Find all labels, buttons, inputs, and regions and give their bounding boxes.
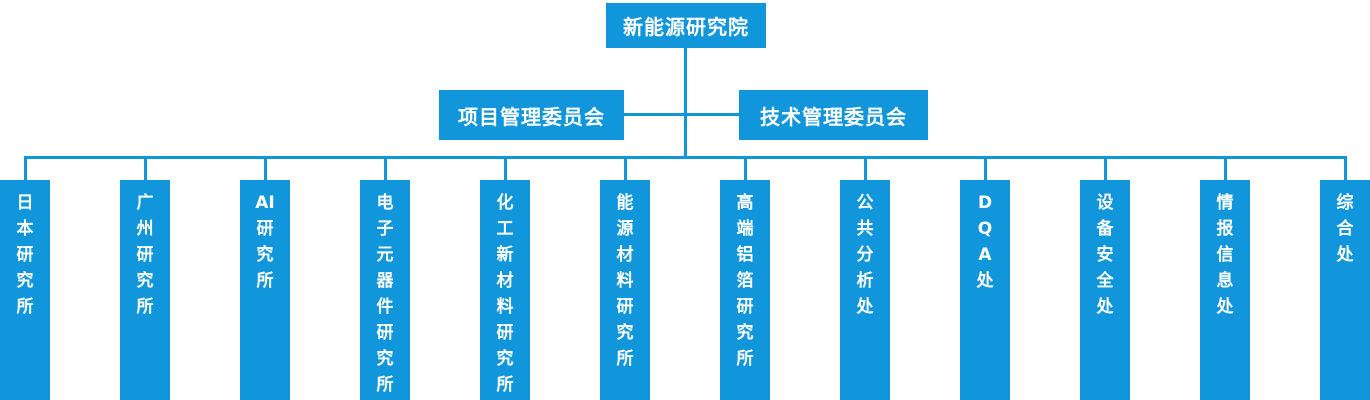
- dept-label-char: 备: [1096, 219, 1114, 239]
- dept-label-char: 端: [736, 219, 754, 239]
- org-node-dept-4[interactable]: 电子元器件研究所: [360, 180, 410, 400]
- org-node-dept-3[interactable]: AI 研究所: [240, 180, 290, 400]
- dept-label-char: 高: [736, 193, 754, 213]
- dept-label-char: 全: [1096, 271, 1114, 291]
- dept-label-char: 究: [616, 323, 634, 343]
- org-node-dept-6[interactable]: 能源材料研究所: [600, 180, 650, 400]
- org-node-dept-11[interactable]: 情报信息处: [1200, 180, 1250, 400]
- dept-label-char: 所: [616, 349, 634, 369]
- connector-drop: [24, 157, 27, 181]
- dept-label-char: 铝: [736, 245, 754, 265]
- dept-label-char: 析: [856, 271, 874, 291]
- connector-drop: [1344, 157, 1347, 181]
- dept-label-char: 情: [1216, 193, 1234, 213]
- dept-label-char: 处: [1336, 245, 1354, 265]
- dept-label-char: 研: [376, 323, 394, 343]
- dept-label-char: 研: [616, 297, 634, 317]
- dept-label-char: 箔: [736, 271, 754, 291]
- dept-label-char: 处: [856, 297, 874, 317]
- dept-label-char: 处: [1216, 297, 1234, 317]
- org-node-committee-technology[interactable]: 技术管理委员会: [739, 90, 928, 140]
- connector-trunk: [684, 47, 687, 157]
- dept-label-char: 源: [616, 219, 634, 239]
- dept-label-char: D: [977, 193, 993, 213]
- dept-label-char: 本: [16, 219, 34, 239]
- dept-label-char: 所: [256, 271, 274, 291]
- dept-label-char: 研: [496, 323, 514, 343]
- dept-label-char: 工: [496, 219, 514, 239]
- connector-drop: [384, 157, 387, 181]
- dept-label-char: 处: [1096, 297, 1114, 317]
- dept-label-char: 研: [136, 245, 154, 265]
- org-node-dept-12[interactable]: 综合处: [1320, 180, 1370, 400]
- dept-label-char: 合: [1336, 219, 1354, 239]
- dept-label-char: 处: [976, 271, 994, 291]
- dept-label-char: 料: [616, 271, 634, 291]
- connector-drop: [144, 157, 147, 181]
- org-node-dept-10[interactable]: 设备安全处: [1080, 180, 1130, 400]
- connector-bus: [24, 156, 1347, 159]
- org-node-committee-project[interactable]: 项目管理委员会: [439, 90, 624, 140]
- dept-label-char: 所: [736, 349, 754, 369]
- dept-label-char: 共: [856, 219, 874, 239]
- dept-label-char: 料: [496, 297, 514, 317]
- org-node-dept-8[interactable]: 公共分析处: [840, 180, 890, 400]
- dept-label-char: A: [978, 245, 992, 265]
- dept-label-char: AI: [255, 193, 275, 213]
- dept-label-char: 化: [496, 193, 514, 213]
- dept-label-char: 研: [16, 245, 34, 265]
- dept-label-char: 所: [16, 297, 34, 317]
- dept-label-char: 研: [256, 219, 274, 239]
- org-node-root[interactable]: 新能源研究院: [606, 3, 766, 48]
- dept-label-char: 子: [376, 219, 394, 239]
- dept-label-char: 究: [256, 245, 274, 265]
- dept-label-char: 器: [376, 271, 394, 291]
- connector-drop: [624, 157, 627, 181]
- dept-label-char: 材: [616, 245, 634, 265]
- dept-label-char: 究: [736, 323, 754, 343]
- dept-label-char: 究: [496, 349, 514, 369]
- dept-label-char: 综: [1336, 193, 1354, 213]
- dept-label-char: 报: [1216, 219, 1234, 239]
- dept-label-char: 广: [136, 193, 154, 213]
- dept-label-char: 究: [16, 271, 34, 291]
- dept-label-char: 日: [16, 193, 34, 213]
- dept-label-char: 究: [136, 271, 154, 291]
- connector-drop: [864, 157, 867, 181]
- dept-label-char: 研: [736, 297, 754, 317]
- connector-drop: [264, 157, 267, 181]
- dept-label-char: 公: [856, 193, 874, 213]
- dept-label-char: 息: [1216, 271, 1234, 291]
- dept-label-char: 所: [376, 375, 394, 395]
- dept-label-char: 州: [136, 219, 154, 239]
- dept-label-char: 元: [376, 245, 394, 265]
- org-node-dept-1[interactable]: 日本研究所: [0, 180, 50, 400]
- dept-label-char: Q: [977, 219, 993, 239]
- dept-label-char: 分: [856, 245, 874, 265]
- dept-label-char: 设: [1096, 193, 1114, 213]
- org-node-dept-2[interactable]: 广州研究所: [120, 180, 170, 400]
- org-node-dept-7[interactable]: 高端铝箔研究所: [720, 180, 770, 400]
- dept-label-char: 电: [376, 193, 394, 213]
- dept-label-char: 新: [496, 245, 514, 265]
- connector-drop: [984, 157, 987, 181]
- dept-label-char: 所: [496, 375, 514, 395]
- dept-label-char: 所: [136, 297, 154, 317]
- org-node-dept-5[interactable]: 化工新材料研究所: [480, 180, 530, 400]
- connector-committee-line: [623, 113, 740, 116]
- dept-label-char: 件: [376, 297, 394, 317]
- connector-drop: [1224, 157, 1227, 181]
- connector-drop: [504, 157, 507, 181]
- dept-label-char: 究: [376, 349, 394, 369]
- dept-label-char: 能: [616, 193, 634, 213]
- connector-drop: [1104, 157, 1107, 181]
- connector-drop: [744, 157, 747, 181]
- dept-label-char: 材: [496, 271, 514, 291]
- dept-label-char: 信: [1216, 245, 1234, 265]
- dept-label-char: 安: [1096, 245, 1114, 265]
